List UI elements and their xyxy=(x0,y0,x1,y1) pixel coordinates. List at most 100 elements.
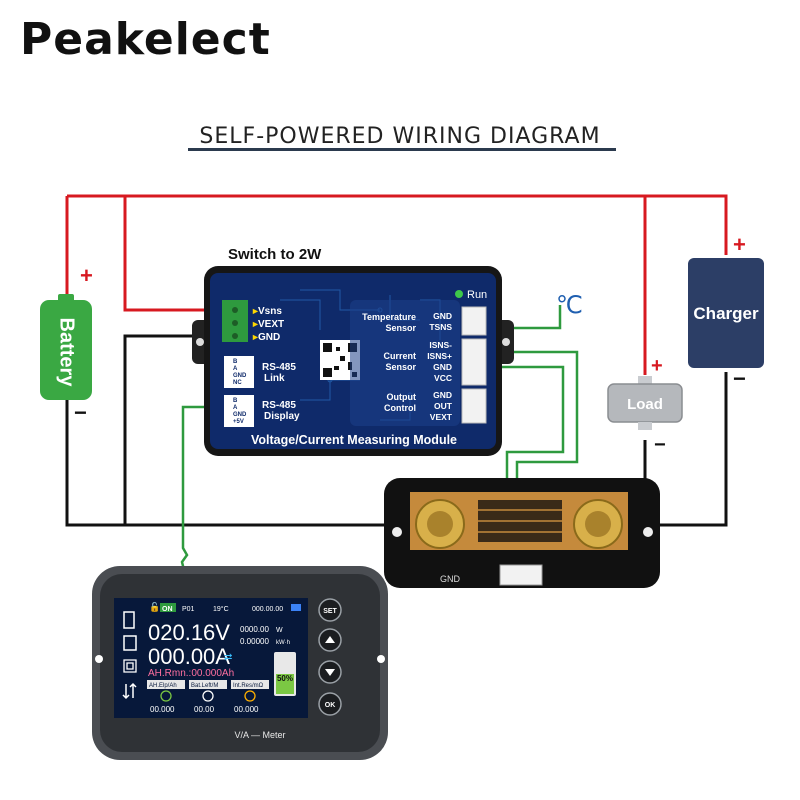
run-led xyxy=(455,290,463,298)
rs485-display-label-2: Display xyxy=(264,411,300,422)
battery-level-fill xyxy=(276,674,294,694)
output-control-port xyxy=(461,388,487,424)
module-name: Voltage/Current Measuring Module xyxy=(251,433,457,447)
set-button[interactable] xyxy=(318,598,342,622)
status-time: 000.00.00 xyxy=(252,606,283,613)
footer-value-ah-elapsed: 00.000 xyxy=(150,705,175,714)
status-on-badge xyxy=(160,603,176,612)
rs485-link-pin-a: A xyxy=(233,366,238,372)
rs485-link-label-2: Link xyxy=(264,373,285,384)
temp-sensor-port xyxy=(461,306,487,336)
shunt: GND xyxy=(384,478,660,588)
title-underline xyxy=(188,148,616,151)
current-pin-isns-plus: ISNS+ xyxy=(427,351,452,361)
svg-text:►: ► xyxy=(251,332,260,342)
load-minus-sign: − xyxy=(654,434,666,456)
energy-unit: kW·h xyxy=(276,640,290,646)
current-pin-isns-minus: ISNS- xyxy=(429,340,452,350)
down-arrow-icon xyxy=(325,669,335,676)
svg-text:►: ► xyxy=(251,306,260,316)
current-sensor-label-1: Current xyxy=(383,351,416,361)
swap-arrows-icon xyxy=(122,682,137,700)
brand-logo: Peakelect xyxy=(20,14,271,65)
meter-display: 🔓 ON P01 19°C 000.00.00 020.16V 000.00A … xyxy=(92,566,388,760)
charger-positive-wire xyxy=(67,194,728,255)
rs485-display-port xyxy=(224,395,254,427)
load: Load + − xyxy=(607,355,683,456)
terminal-vext-label: VEXT xyxy=(258,319,284,330)
load-plus-sign: + xyxy=(651,355,663,377)
phone-icon xyxy=(123,611,135,629)
current-sensor-port xyxy=(461,338,487,386)
rs485-display-pin-b: B xyxy=(233,398,238,404)
load-cap-bottom xyxy=(638,422,652,430)
current-pin-gnd: GND xyxy=(433,362,452,372)
gnd-wire xyxy=(123,334,222,525)
vsns-wire xyxy=(123,196,222,312)
current-reading: 000.00A xyxy=(148,644,230,669)
ok-button[interactable] xyxy=(318,692,342,716)
status-profile: P01 xyxy=(182,606,195,613)
temp-sensor-label-2: Sensor xyxy=(385,323,416,333)
output-control-label-2: Control xyxy=(384,403,416,413)
rs485-display-pin-gnd: GND xyxy=(233,412,247,418)
temp-sensor-label-1: Temperature xyxy=(362,312,416,322)
charge-icon xyxy=(160,690,172,702)
load-cap-top xyxy=(638,376,652,384)
ear-hole-right xyxy=(502,338,510,346)
battery-body xyxy=(40,300,92,400)
power-value: 0000.00 xyxy=(240,625,269,634)
shunt-connector xyxy=(499,564,543,586)
shunt-gnd-label: GND xyxy=(440,574,461,584)
rs485-link-port xyxy=(224,356,254,388)
temp-pin-tsns: TSNS xyxy=(429,322,452,332)
status-temp: 19°C xyxy=(213,605,229,613)
meter-buttons: SET OK xyxy=(318,598,342,716)
energy-value: 0.00000 xyxy=(240,637,269,646)
rs485-link-pin-gnd: GND xyxy=(233,373,247,379)
arrow-icon: ⇄ xyxy=(224,652,232,663)
footer-label-ah-elapsed: AH.Elp/Ah xyxy=(149,683,177,689)
charger-plus-sign: + xyxy=(733,232,746,257)
temp-pin-gnd: GND xyxy=(433,311,452,321)
lock-icon: 🔓 xyxy=(149,601,160,612)
output-control-label-1: Output xyxy=(387,392,417,402)
footer-value-bat-left: 00.00 xyxy=(194,705,215,714)
battery-plus-sign: + xyxy=(80,263,93,288)
footer-label-bat-left: Bat.Left/M xyxy=(191,683,218,689)
battery-negative-wire xyxy=(65,400,430,527)
set-button-label: SET xyxy=(323,608,337,615)
footer-label-int-res: Int.Res/mΩ xyxy=(233,683,264,689)
rs485-display-label-1: RS-485 xyxy=(262,400,296,411)
rs485-display-pin-a: A xyxy=(233,405,238,411)
rs485-link-pin-nc: NC xyxy=(233,380,242,386)
settings-icon xyxy=(123,659,137,673)
load-label: Load xyxy=(627,396,663,413)
charger-minus-sign: − xyxy=(733,366,746,391)
terminal-gnd-label: GND xyxy=(258,332,280,343)
battery: Battery + − xyxy=(40,263,93,425)
status-on: ON xyxy=(162,606,173,613)
charger-label: Charger xyxy=(693,304,759,323)
measuring-module: Switch to 2W xyxy=(192,246,514,456)
terminal-vsns-label: Vsns xyxy=(258,306,282,317)
resistance-icon xyxy=(244,690,256,702)
output-pin-gnd: GND xyxy=(433,390,452,400)
meter-brand: V/A — Meter xyxy=(234,730,285,740)
battery-percent: 50% xyxy=(277,674,293,683)
positive-wires xyxy=(65,194,728,375)
switch-note: Switch to 2W xyxy=(228,246,322,263)
rs485-link-pin-b: B xyxy=(233,359,238,365)
diagram-title: SELF-POWERED WIRING DIAGRAM xyxy=(199,124,601,149)
clock-icon xyxy=(202,690,214,702)
output-pin-vext: VEXT xyxy=(430,412,453,422)
run-label: Run xyxy=(467,289,487,301)
svg-text:►: ► xyxy=(251,319,260,329)
battery-label: Battery xyxy=(56,318,78,388)
current-pin-vcc: VCC xyxy=(434,373,452,383)
battery-status-icon xyxy=(291,604,301,611)
voltage-reading: 020.16V xyxy=(148,620,230,645)
ok-button-label: OK xyxy=(325,702,336,709)
ear-hole-left xyxy=(196,338,204,346)
